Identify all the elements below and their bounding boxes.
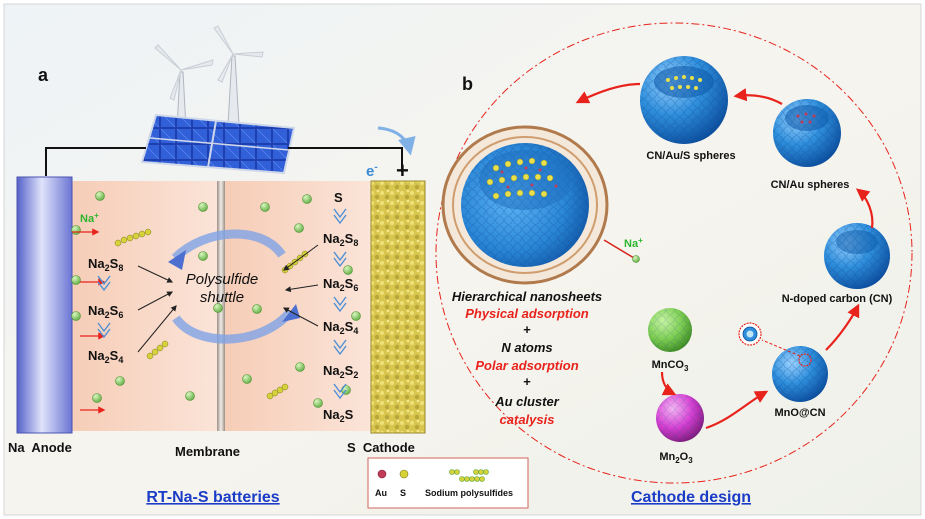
- sodium-anode: [16, 176, 73, 434]
- label-cn: N-doped carbon (CN): [782, 293, 893, 305]
- sulfur-particles-inside: [486, 157, 554, 200]
- cn-au-sphere: [773, 99, 841, 167]
- membrane-label: Membrane: [175, 444, 240, 459]
- right-top-s: S: [334, 190, 343, 205]
- sodium-ion-particles: [71, 191, 361, 408]
- right-pointer-arrows: [282, 244, 319, 327]
- svg-text:Na2S6: Na2S6: [323, 276, 358, 293]
- caption-cathode-design: Cathode design: [631, 489, 751, 506]
- svg-text:Na2S: Na2S: [323, 407, 354, 424]
- cn-au-s-sphere: [640, 56, 728, 144]
- mechanism-line: Hierarchical nanosheets: [452, 289, 602, 304]
- na-ion-label-a: Na+: [80, 211, 99, 225]
- left-pointer-arrows: [137, 265, 177, 353]
- left-chevrons: [97, 275, 111, 339]
- shuttle-label-line2: shuttle: [200, 289, 244, 306]
- label-mn2o3: Mn2O3: [659, 451, 693, 465]
- svg-text:Na2S2: Na2S2: [323, 363, 358, 380]
- electron-flow-arrow: [377, 126, 416, 156]
- legend-box: Au S Sodium polysulfides: [367, 457, 529, 509]
- anode-label: Na Anode: [8, 440, 72, 455]
- panel-a-letter: a: [38, 65, 49, 85]
- legend-s-label: S: [400, 488, 406, 498]
- mn2o3-sphere: [656, 394, 704, 442]
- circuit-wire-left: [45, 147, 146, 176]
- right-species-list: Na2S8 Na2S6 Na2S4 Na2S2 Na2S: [323, 231, 358, 424]
- cn-sphere: [824, 223, 890, 289]
- caption-rt-na-s: RT-Na-S batteries: [146, 489, 279, 506]
- cn-au-s-sphere-enlarged: [441, 125, 609, 285]
- right-chevrons: [333, 208, 347, 400]
- na-ion-label-b: Na+: [624, 236, 643, 250]
- positive-terminal-sign: +: [396, 158, 409, 183]
- svg-text:Na2S4: Na2S4: [323, 319, 358, 336]
- legend-polysulfides-label: Sodium polysulfides: [425, 488, 513, 498]
- mechanism-list: Hierarchical nanosheets Physical adsorpt…: [452, 289, 602, 427]
- left-species-list: Na2S8 Na2S6 Na2S4: [88, 256, 123, 365]
- polysulfide-shuttle-swirl: [168, 229, 300, 344]
- legend-au-label: Au: [375, 488, 387, 498]
- au-clusters-inside: [500, 166, 558, 189]
- synthesis-arrows: [575, 82, 874, 430]
- mechanism-line: Au cluster: [494, 394, 560, 409]
- mechanism-line: Polar adsorption: [475, 358, 578, 373]
- mechanism-line: Physical adsorption: [465, 306, 589, 321]
- na-ion-pointer: [603, 239, 635, 259]
- label-mnco3: MnCO3: [652, 359, 689, 373]
- svg-text:Na2S8: Na2S8: [323, 231, 358, 248]
- mechanism-line: catalysis: [500, 412, 555, 427]
- svg-text:Na2S6: Na2S6: [88, 303, 123, 320]
- electron-label: e-: [366, 162, 378, 180]
- svg-text:Na2S8: Na2S8: [88, 256, 123, 273]
- label-cn-au-s: CN/Au/S spheres: [646, 150, 735, 162]
- mnco3-sphere: [648, 308, 692, 352]
- mechanism-line: +: [523, 374, 531, 389]
- label-mno-cn: MnO@CN: [774, 407, 825, 419]
- panel-b-dashed-circle: [435, 22, 913, 484]
- panel-b-letter: b: [462, 74, 473, 94]
- sulfur-cathode: [370, 180, 426, 434]
- legend-s-swatch: [399, 469, 409, 479]
- legend-au-swatch: [377, 469, 387, 479]
- shuttle-label-line1: Polysulfide: [186, 271, 259, 288]
- legend-polysulfide-swatch: [449, 469, 489, 482]
- svg-text:Na2S4: Na2S4: [88, 348, 123, 365]
- na-ion-dot-b: [632, 255, 640, 263]
- ion-flow-arrows: [72, 228, 106, 414]
- cathode-label: S Cathode: [347, 440, 415, 455]
- label-cn-au: CN/Au spheres: [771, 179, 850, 191]
- mechanism-line: +: [523, 322, 531, 337]
- wind-turbine-icon: [154, 25, 264, 129]
- mechanism-line: N atoms: [501, 340, 552, 355]
- mno-cn-sphere: [738, 322, 828, 402]
- solar-panel-icon: [140, 113, 296, 175]
